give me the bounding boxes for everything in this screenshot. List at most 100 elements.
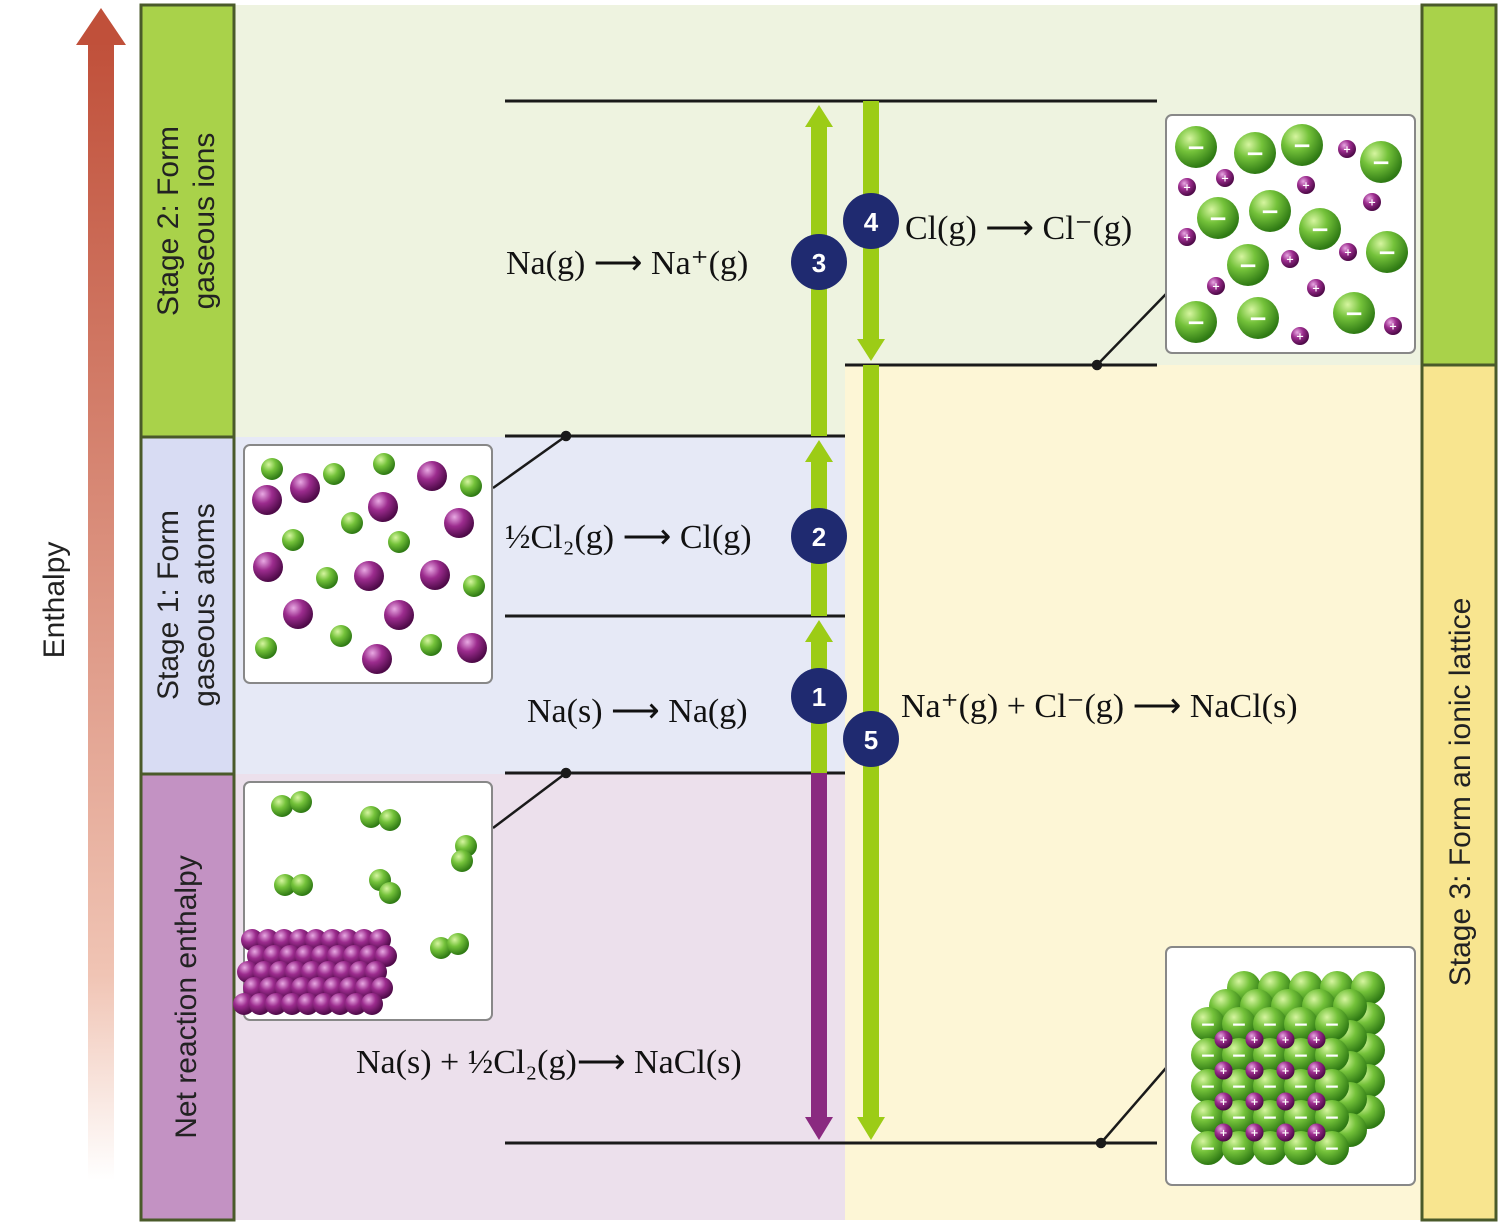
minus-sign: − <box>1293 1138 1309 1159</box>
cl-ion <box>1175 301 1217 343</box>
svg-text:4: 4 <box>864 207 879 237</box>
plus-sign: + <box>1221 173 1229 184</box>
na-atom <box>417 461 447 491</box>
na-ion <box>1338 140 1356 158</box>
plus-sign: + <box>1281 1128 1289 1139</box>
minus-sign: − <box>1200 1107 1216 1128</box>
net-equation: Na(s) + ½Cl₂(g)⟶ NaCl(s) <box>356 1044 742 1081</box>
plus-sign: + <box>1312 1066 1320 1077</box>
na-atom <box>457 633 487 663</box>
cl-ion <box>1237 297 1279 339</box>
na-ion <box>1291 327 1309 345</box>
na-ion <box>1178 178 1196 196</box>
plus-sign: + <box>1296 331 1304 342</box>
minus-sign: − <box>1231 1014 1247 1035</box>
plus-sign: + <box>1250 1097 1258 1108</box>
na-metal-atom <box>345 993 367 1015</box>
cl2-molecule-atom <box>379 809 401 831</box>
minus-sign: − <box>1344 301 1363 327</box>
lattice-na-ion <box>1214 1123 1233 1142</box>
svg-text:5: 5 <box>864 725 878 755</box>
step3-badge: 3 <box>791 234 847 290</box>
na-metal-atom <box>371 977 393 999</box>
cl-ion <box>1175 126 1217 168</box>
lattice-na-ion <box>1307 1061 1326 1080</box>
minus-sign: − <box>1371 150 1390 176</box>
lattice-cl-ion <box>1222 1100 1256 1134</box>
svg-text:2: 2 <box>812 522 826 552</box>
step2-badge: 2 <box>791 508 847 564</box>
plus-sign: + <box>1302 180 1310 191</box>
cl-ion <box>1360 141 1402 183</box>
cl-atom <box>255 637 277 659</box>
plus-sign: + <box>1343 144 1351 155</box>
na-atom <box>253 552 283 582</box>
lattice-cl-ion <box>1253 1100 1287 1134</box>
plus-sign: + <box>1212 281 1220 292</box>
cl-atom <box>330 625 352 647</box>
plus-sign: + <box>1281 1097 1289 1108</box>
minus-sign: − <box>1231 1138 1247 1159</box>
minus-sign: − <box>1186 310 1205 336</box>
lattice-na-ion <box>1307 1123 1326 1142</box>
lattice-cl-ion <box>1315 1100 1349 1134</box>
step4-equation: Cl(g) ⟶ Cl⁻(g) <box>905 210 1132 247</box>
lattice-cl-ion <box>1284 1100 1318 1134</box>
minus-sign: − <box>1293 1107 1309 1128</box>
stage1-tab: Stage 1: Form gaseous atoms <box>139 435 236 776</box>
cl2-molecule-atom <box>290 791 312 813</box>
lattice-cl-ion <box>1284 1069 1318 1103</box>
cl-ion <box>1281 124 1323 166</box>
lattice-cl-ion <box>1222 1007 1256 1041</box>
na-atom <box>362 644 392 674</box>
na-atom <box>252 485 282 515</box>
na-ion <box>1339 243 1357 261</box>
na-atom <box>283 599 313 629</box>
plus-sign: + <box>1183 182 1191 193</box>
minus-sign: − <box>1245 141 1264 167</box>
minus-sign: − <box>1238 253 1257 279</box>
na-atom <box>444 508 474 538</box>
lattice-cl-ion <box>1315 1069 1349 1103</box>
plus-sign: + <box>1312 1097 1320 1108</box>
cl-ion <box>1249 190 1291 232</box>
minus-sign: − <box>1262 1045 1278 1066</box>
minus-sign: − <box>1262 1014 1278 1035</box>
lattice-cl-ion <box>1284 1131 1318 1165</box>
cl-atom <box>323 463 345 485</box>
na-ion <box>1307 279 1325 297</box>
minus-sign: − <box>1293 1045 1309 1066</box>
cl2-molecule-atom <box>360 806 382 828</box>
na-atom <box>368 492 398 522</box>
plus-sign: + <box>1312 1128 1320 1139</box>
minus-sign: − <box>1200 1014 1216 1035</box>
plus-sign: + <box>1286 254 1294 265</box>
na-metal-atom <box>361 993 383 1015</box>
leader-lines <box>492 293 1167 1149</box>
cl2-molecule-atom <box>379 882 401 904</box>
minus-sign: − <box>1200 1076 1216 1097</box>
cl-atom <box>341 512 363 534</box>
lattice-na-ion <box>1245 1030 1264 1049</box>
na-ion <box>1207 277 1225 295</box>
lattice-na-ion <box>1276 1092 1295 1111</box>
svg-text:3: 3 <box>812 248 826 278</box>
cl-ion <box>1333 292 1375 334</box>
lattice-cl-ion <box>1191 1131 1225 1165</box>
cl-atom <box>388 531 410 553</box>
na-metal-atom <box>281 993 303 1015</box>
plus-sign: + <box>1250 1066 1258 1077</box>
na-atom <box>290 473 320 503</box>
lattice-na-ion <box>1276 1030 1295 1049</box>
lattice-na-ion <box>1214 1061 1233 1080</box>
minus-sign: − <box>1231 1045 1247 1066</box>
stage2-label-line1: Stage 2: Form <box>152 126 185 316</box>
na-metal-atom <box>313 993 335 1015</box>
plus-sign: + <box>1368 197 1376 208</box>
net-label: Net reaction enthalpy <box>170 855 203 1139</box>
plus-sign: + <box>1219 1035 1227 1046</box>
na-atom <box>384 600 414 630</box>
minus-sign: − <box>1377 240 1396 266</box>
plus-sign: + <box>1250 1035 1258 1046</box>
stage3-label: Stage 3: Form an ionic lattice <box>1444 598 1477 987</box>
